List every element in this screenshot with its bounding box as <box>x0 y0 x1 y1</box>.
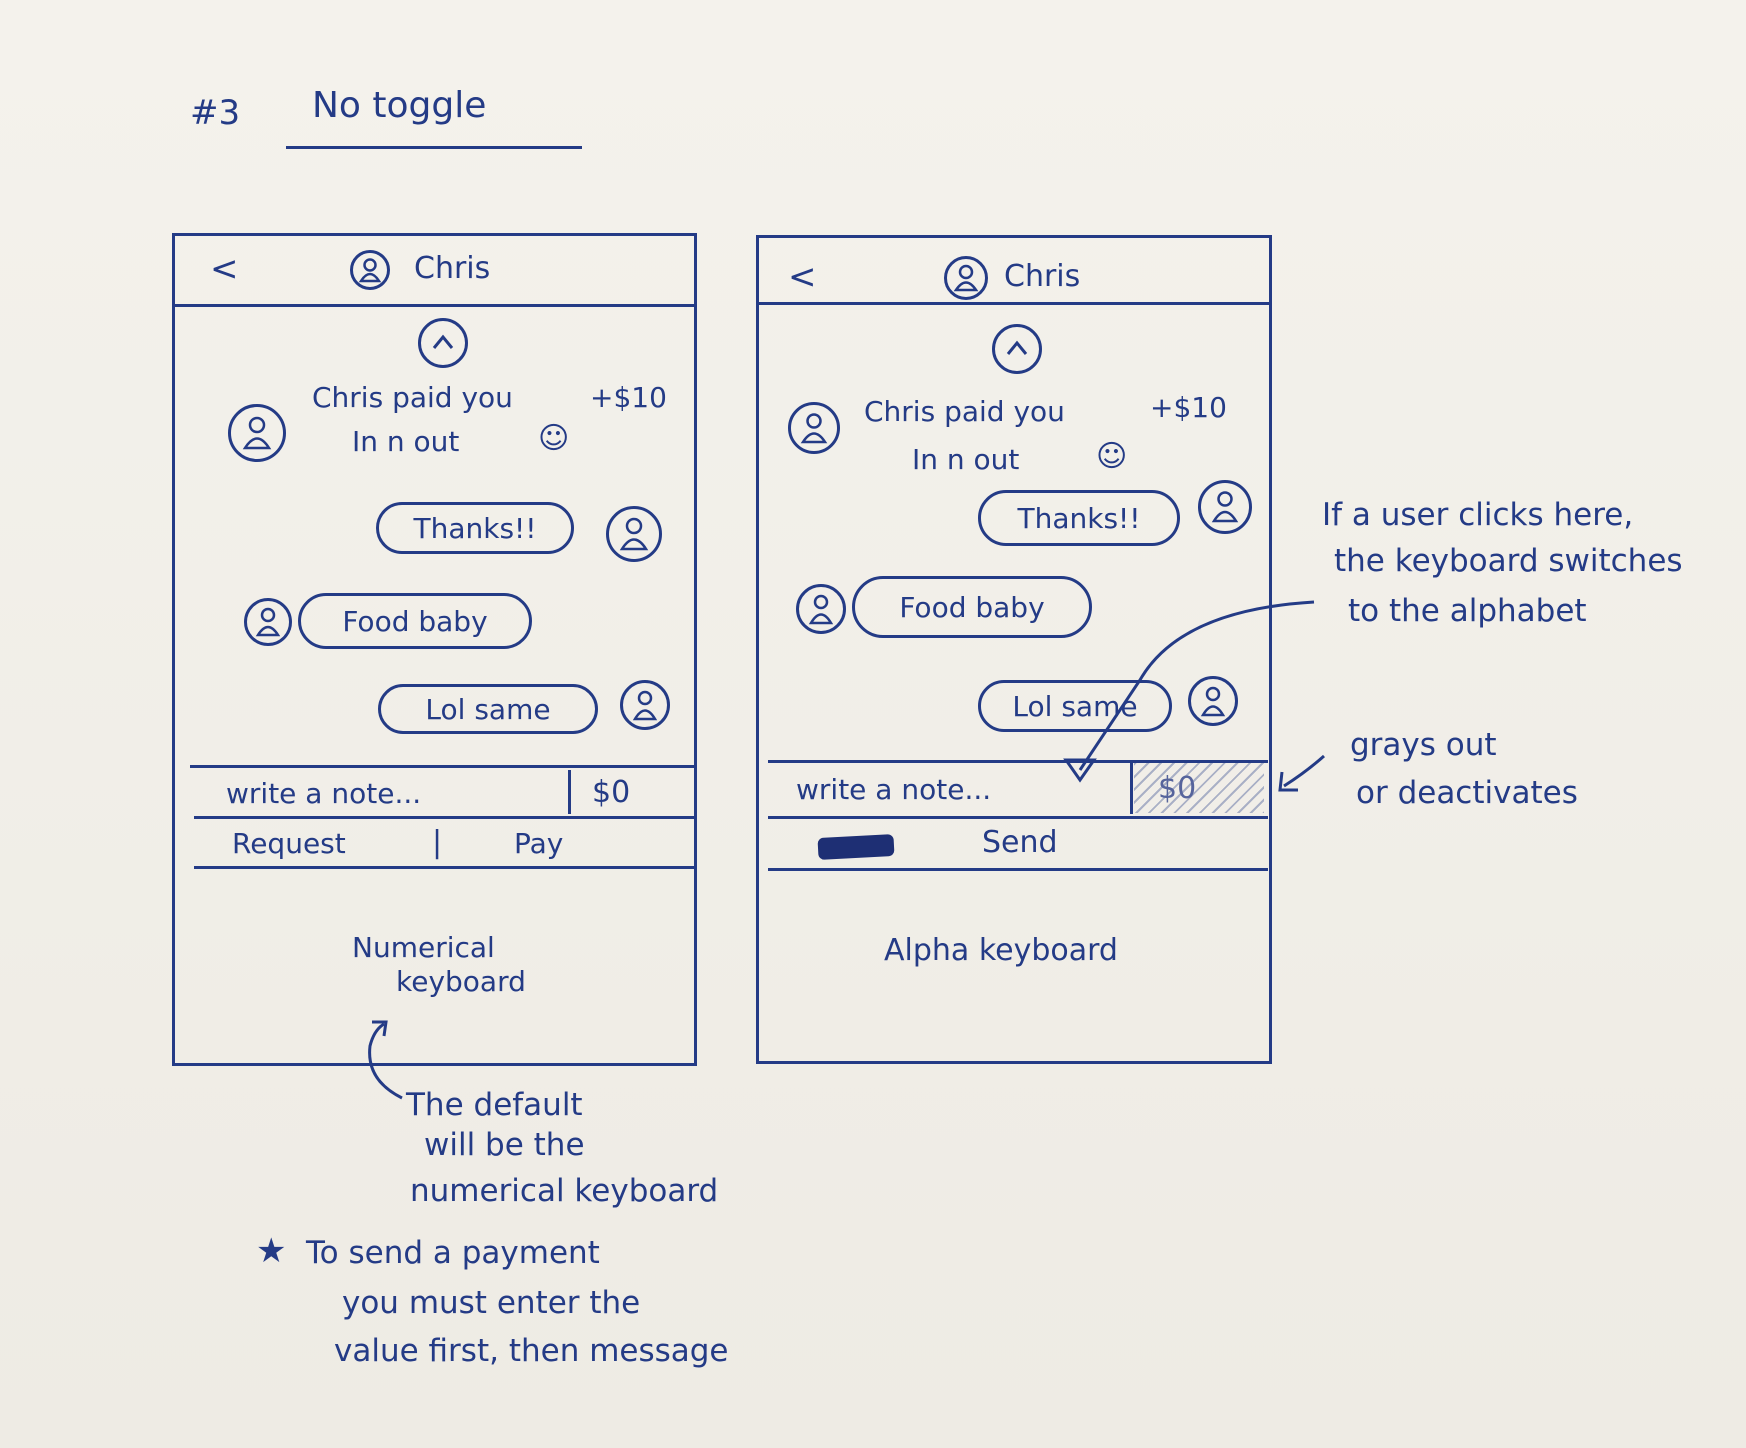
payment-note: In n out <box>912 443 1020 476</box>
header-divider <box>756 302 1272 305</box>
header-divider <box>172 304 697 307</box>
back-button[interactable]: < <box>788 257 817 297</box>
input-divider-bottom <box>194 816 694 819</box>
keyboard-label: Numerical <box>352 931 495 964</box>
chevron-up-icon <box>1006 340 1028 355</box>
input-divider-top <box>190 765 694 768</box>
click-annotation-line-3: to the alphabet <box>1348 593 1587 629</box>
input-separator <box>1130 760 1133 814</box>
contact-name: Chris <box>414 251 491 286</box>
default-annotation-line-2: will be the <box>424 1127 585 1163</box>
amount-input-disabled: $0 <box>1158 771 1197 806</box>
chris-avatar-icon <box>228 404 286 462</box>
payment-message: Chris paid you <box>864 395 1065 428</box>
user-avatar-icon <box>1198 480 1252 534</box>
default-annotation-line-1: The default <box>406 1087 583 1123</box>
request-button[interactable]: Request <box>232 827 346 860</box>
contact-name: Chris <box>1004 259 1081 294</box>
back-button[interactable]: < <box>210 249 239 289</box>
chevron-up-icon <box>432 334 454 349</box>
message-bubble-thanks: Thanks!! <box>978 490 1180 546</box>
user-avatar-icon <box>620 680 670 730</box>
payment-note-line-1: To send a payment <box>306 1235 600 1271</box>
chris-avatar-icon <box>788 402 840 454</box>
scroll-up-button[interactable] <box>992 324 1042 374</box>
scroll-up-button[interactable] <box>418 318 468 368</box>
amount-field-disabled <box>1134 763 1264 813</box>
sketch-number: #3 <box>190 93 241 133</box>
keyboard-label-2: keyboard <box>396 965 526 998</box>
amount-input[interactable]: $0 <box>592 775 631 810</box>
smiley-icon: ☺ <box>1096 439 1128 474</box>
scribbled-out-label <box>817 834 895 860</box>
title-underline <box>286 146 582 149</box>
payment-amount: +$10 <box>1150 391 1227 424</box>
contact-avatar-icon <box>350 250 390 290</box>
keyboard-divider <box>768 868 1268 871</box>
message-bubble-thanks: Thanks!! <box>376 502 574 554</box>
input-separator <box>568 770 571 814</box>
message-bubble-lol-same: Lol same <box>978 680 1172 732</box>
message-bubble-lol-same: Lol same <box>378 684 598 734</box>
input-divider-bottom <box>768 816 1268 819</box>
message-bubble-food-baby: Food baby <box>298 593 532 649</box>
payment-note-line-3: value first, then message <box>334 1333 729 1369</box>
payment-note-line-2: you must enter the <box>342 1285 641 1321</box>
user-avatar-icon <box>606 506 662 562</box>
click-annotation-line-1: If a user clicks here, <box>1322 497 1634 533</box>
payment-amount: +$10 <box>590 381 667 414</box>
chris-avatar-icon <box>244 598 292 646</box>
smiley-icon: ☺ <box>538 421 570 456</box>
contact-avatar-icon <box>944 256 988 300</box>
sketch-title: No toggle <box>312 85 487 126</box>
grays-annotation-line-2: or deactivates <box>1356 775 1578 811</box>
payment-note: In n out <box>352 425 460 458</box>
click-annotation-line-2: the keyboard switches <box>1334 543 1683 579</box>
default-annotation-line-3: numerical keyboard <box>410 1173 719 1209</box>
input-divider-top <box>768 760 1268 763</box>
user-avatar-icon <box>1188 676 1238 726</box>
send-button[interactable]: Send <box>982 825 1058 860</box>
payment-message: Chris paid you <box>312 381 513 414</box>
phone-wireframe-numerical <box>172 233 697 1066</box>
keyboard-label: Alpha keyboard <box>884 933 1118 968</box>
action-divider: | <box>432 825 443 860</box>
pay-button[interactable]: Pay <box>514 827 564 860</box>
message-bubble-food-baby: Food baby <box>852 576 1092 638</box>
keyboard-divider <box>194 866 694 869</box>
note-input[interactable]: write a note... <box>226 777 422 810</box>
star-icon: ★ <box>256 1231 287 1271</box>
grays-annotation-line-1: grays out <box>1350 727 1497 763</box>
note-input[interactable]: write a note... <box>796 773 992 806</box>
chris-avatar-icon <box>796 584 846 634</box>
